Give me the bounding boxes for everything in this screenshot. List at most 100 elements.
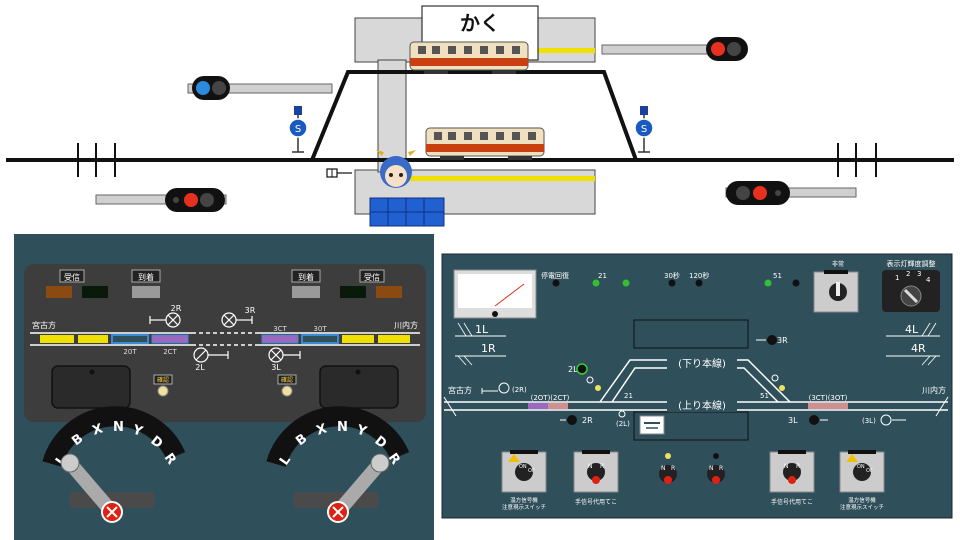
lbl-30s: 30秒 [664,271,680,280]
confirm-right-button[interactable] [281,385,293,397]
train-upper [409,41,529,74]
lamp [552,279,560,287]
track-circuit-right [828,403,848,409]
confirm-left-label: 確認 [157,376,169,384]
caution-switch-left: OF ON [501,450,547,493]
signal-lamp-red [753,186,767,200]
lever-1R: 1R [481,342,496,355]
bright-num: 3 [917,270,921,278]
signal-3R-button[interactable] [767,335,777,345]
tc-2CT-label: 2CT [163,348,177,356]
tiny-label: R [671,465,675,472]
signal-lamp-red [184,193,198,207]
dir-right-label: 川内方 [922,385,946,395]
tiny-label: OF [866,468,873,474]
left-indicator-buttons: 受信 到着 到着 受信 [46,269,402,298]
left-panel-track: 宮古方 川内方 20T 2CT 3CT 30T 2 [30,304,420,372]
sig-2L-paren: (2L) [616,420,630,428]
train-lower [425,127,545,160]
track-circuit-left [548,403,568,409]
caution-switch-right-caption: 温方信号機注意現示スイッチ [840,496,884,511]
sig-2R-label: 2R [171,304,182,313]
confirm-left-button[interactable] [157,385,169,397]
display-box-upper [633,319,749,349]
panel-signal-2R [149,312,181,328]
btn-arrive-right-label: 到着 [298,272,314,282]
svg-text:S: S [641,124,647,135]
signal-lamp-red [711,42,725,56]
tiny-label: N [784,463,789,470]
sig-3R-label: 3R [245,306,256,315]
sig-3L-label: 3L [271,363,281,372]
lamp-green [764,279,772,287]
caution-switch-right: OF ON [839,450,885,493]
track-diagram: かく [6,5,954,227]
hand-right-caption: 手信号代用てこ [771,498,813,506]
dial-letter: N [337,420,348,435]
sw-51-label: 51 [760,392,769,400]
lever-4L: 4L [905,323,919,336]
right-control-panel: 停電回復 21 30秒 120秒 51 非常 表示灯輝度調整 1 2 3 4 1… [441,253,953,519]
route-lever-N2-knob[interactable] [707,465,725,483]
tiny-label: N [588,463,593,470]
lamp-yellow [779,385,785,391]
track-circuit-20T [111,334,149,344]
bright-num: 4 [926,276,931,284]
lamp-amber [376,286,402,298]
dial-letter: N [113,420,124,435]
sig-3L-paren: (3L) [862,417,876,425]
tc-left-label: (2OT)(2CT) [531,394,570,402]
sig-3R-label: 3R [777,336,788,345]
passing-loop [310,70,638,161]
signal-lower-left [95,188,227,212]
sig-3L-label: 3L [788,416,798,425]
signal-2L-button[interactable] [576,363,588,375]
signal-upper-right [601,37,748,61]
left-control-panel: 受信 到着 到着 受信 宮古方 川内方 [14,234,434,540]
tiny-label: N [661,465,666,472]
tc-20T-label: 20T [123,348,137,356]
track-circuit-30T [301,334,339,344]
route-lever-N2: N R [707,453,725,484]
caution-switch-left-caption: 温方信号機注意現示スイッチ [502,496,546,511]
dir-left-label: 宮古方 [32,320,56,330]
tiny-label: ON [857,464,865,470]
right-panel-track [443,358,949,417]
arrive-right-button[interactable] [292,286,320,298]
signal-2R-button[interactable] [567,415,577,425]
lever-dial-left: L B X N Y D R [42,406,186,523]
display-button[interactable] [639,415,665,435]
hand-signal-lever-right: N R [769,450,815,493]
dial-letter: X [315,421,329,438]
tiny-label: R [719,465,723,472]
lamp-green [592,279,600,287]
btn-receive-right-label: 受信 [364,272,380,282]
signal-upper-left [187,76,333,100]
power-fail-label: 停電回復 [541,271,569,280]
dir-left-label: 宮古方 [448,385,472,395]
route-lever-N1-knob[interactable] [659,465,677,483]
lamp [792,279,800,287]
lamp-green-off [340,286,366,298]
btn-receive-left-label: 受信 [64,272,80,282]
blue-crate [369,197,445,227]
lamp-green [622,279,630,287]
signal-3L-button[interactable] [809,415,819,425]
signal-lamp-blue [196,81,210,95]
tiny-label: R [600,463,604,470]
lamp-amber [46,286,72,298]
signal-2R-indicator [481,382,510,394]
cover-left [51,365,131,409]
lbl-21: 21 [598,272,607,280]
tactile-line-lower [410,176,595,181]
sig-2R-paren: (2R) [512,386,527,394]
track-circuit-3CT [261,334,299,344]
track-circuit-2CT [151,334,189,344]
arrive-left-button[interactable] [132,286,160,298]
lamp [668,279,676,287]
sig-2L-label: 2L [195,363,205,372]
hand-left-caption: 手信号代用てこ [575,498,617,506]
normal-label: 非常 [832,260,844,268]
confirm-right-label: 確認 [281,376,293,384]
